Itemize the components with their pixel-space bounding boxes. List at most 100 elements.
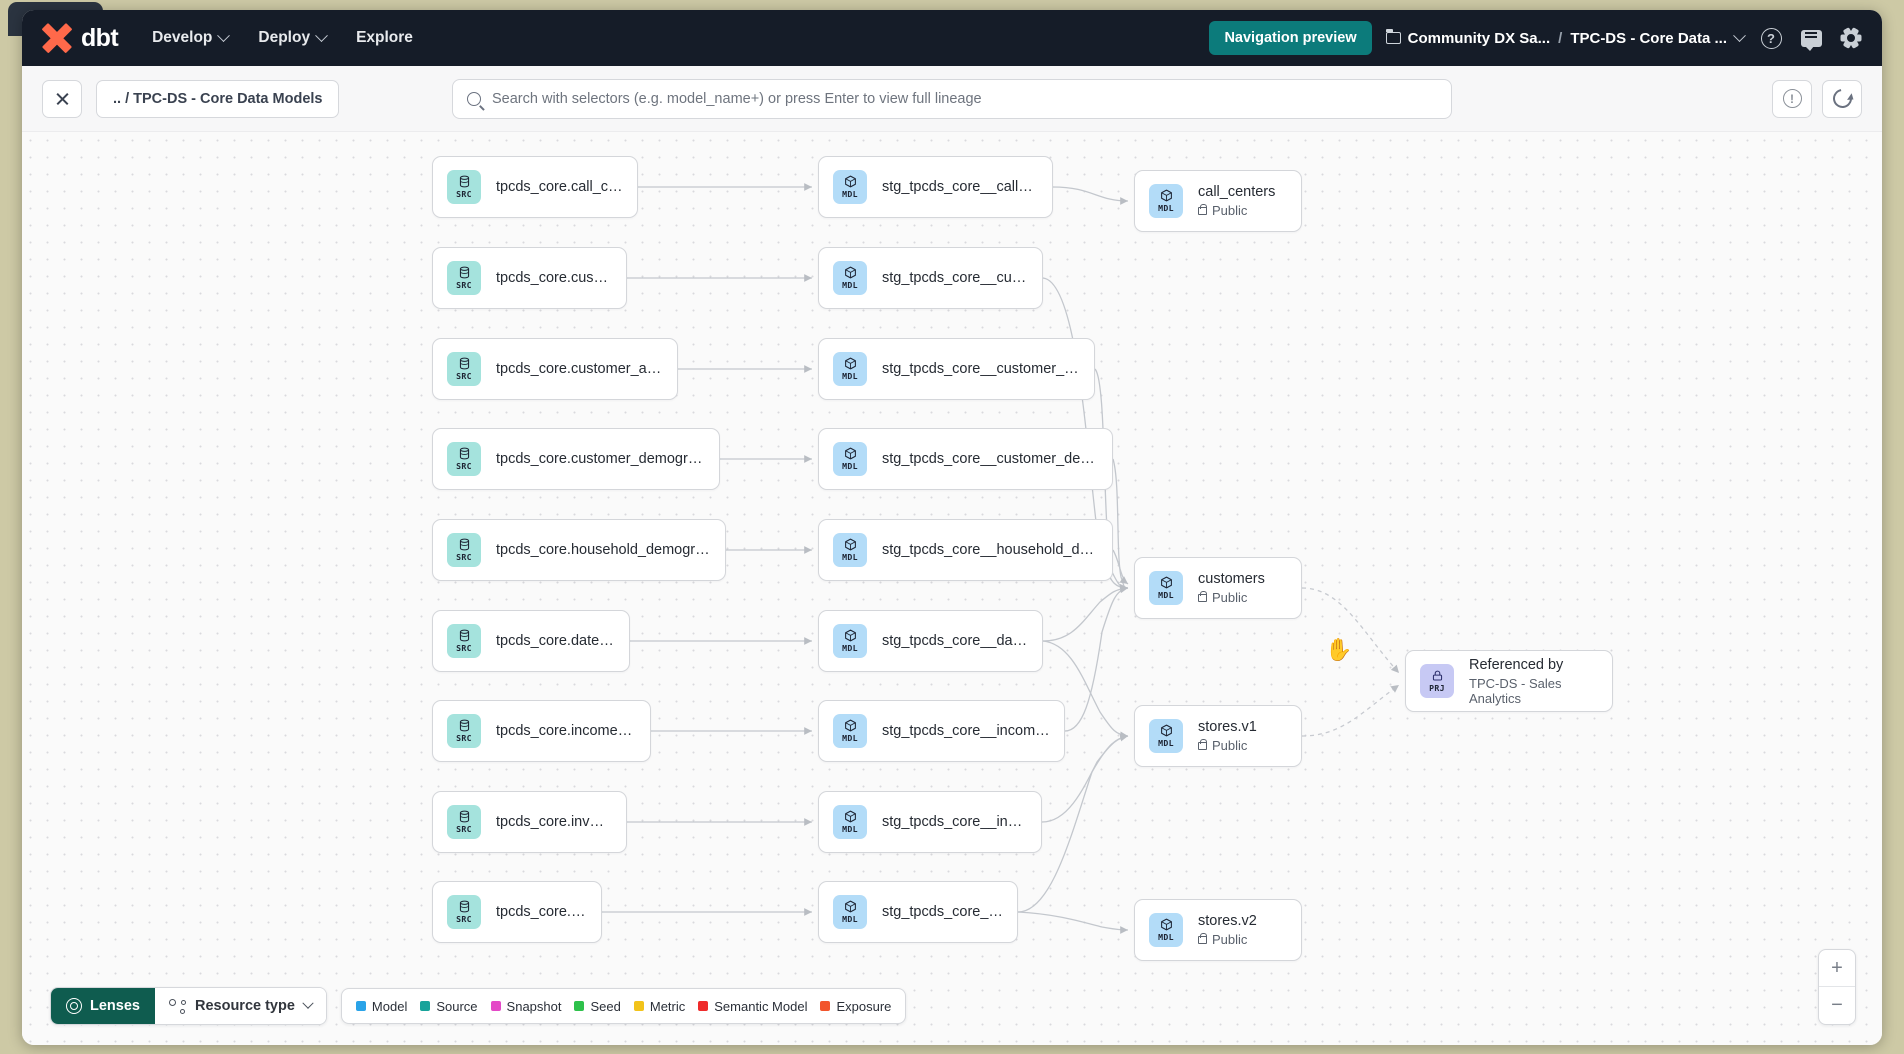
grab-hand-cursor: ✋ (1325, 637, 1353, 662)
resource-type-icon (168, 998, 186, 1014)
project-reference-node[interactable]: PRJ Referenced by TPC-DS - Sales Analytics (1405, 650, 1613, 712)
close-lineage-button[interactable] (42, 79, 82, 118)
refresh-lineage-button[interactable] (1822, 79, 1862, 118)
model-node[interactable]: MDL stg_tpcds_core__date_dim (818, 610, 1043, 672)
help-circle-icon[interactable]: ? (1758, 25, 1784, 51)
legend-item-source[interactable]: Source (420, 999, 478, 1014)
lenses-icon (66, 998, 82, 1014)
mdl-badge-icon: MDL (1149, 571, 1183, 605)
nav-item-develop-label: Develop (152, 29, 213, 46)
node-label: tpcds_core.inventory (496, 814, 612, 830)
legend-label: Snapshot (506, 998, 562, 1014)
node-label: stg_tpcds_core__income_band (882, 723, 1050, 739)
legend-label: Seed (590, 998, 621, 1014)
node-label: tpcds_core.call_center (496, 179, 623, 195)
navigation-preview-button[interactable]: Navigation preview (1209, 21, 1372, 55)
node-subtitle: Public (1198, 738, 1257, 753)
resource-type-dropdown[interactable]: Resource type (154, 988, 326, 1024)
source-node[interactable]: SRC tpcds_core.household_demographics (432, 519, 726, 581)
model-node[interactable]: MDL stg_tpcds_core__income_band (818, 700, 1065, 762)
legend-label: Model (371, 998, 408, 1014)
bottom-control-bar: Lenses Resource type Model Source Snapshot… (50, 987, 907, 1025)
nav-item-deploy-label: Deploy (258, 29, 311, 46)
legend-swatch (490, 1001, 501, 1011)
app-window: dbt Develop Deploy Explore Navigation pr… (22, 10, 1882, 1045)
src-badge-icon: SRC (447, 261, 481, 295)
mdl-badge-icon: MDL (833, 714, 867, 748)
model-node[interactable]: MDLstg_tpcds_core__household_demogr… (818, 519, 1113, 581)
dbt-x-icon (41, 22, 73, 54)
legend-item-model[interactable]: Model (355, 998, 408, 1014)
legend-swatch (633, 1001, 644, 1011)
legend-item-snapshot[interactable]: Snapshot (490, 998, 562, 1014)
nav-item-explore[interactable]: Explore (356, 29, 413, 47)
lineage-graph-canvas[interactable]: SRCtpcds_core.call_centerSRCtpcds_core.c… (22, 132, 1882, 1045)
nav-item-develop[interactable]: Develop (152, 28, 231, 47)
toolbar-right-group: ! (1772, 79, 1862, 118)
node-subtitle: Public (1198, 932, 1257, 947)
lenses-button[interactable]: Lenses (51, 988, 155, 1024)
breadcrumb: Community DX Sa... / TPC-DS - Core Data … (1385, 28, 1746, 47)
mdl-badge-icon: MDL (833, 442, 867, 476)
legend-item-semantic-model[interactable]: Semantic Model (698, 999, 807, 1014)
lineage-breadcrumb-chip[interactable]: .. / TPC-DS - Core Data Models (96, 79, 340, 118)
search-input[interactable] (492, 90, 1437, 107)
legend-swatch (420, 1001, 431, 1011)
chevron-down-icon (302, 997, 314, 1009)
src-badge-icon: SRC (447, 624, 481, 658)
search-box[interactable] (452, 78, 1452, 119)
node-label: stg_tpcds_core__date_dim (882, 633, 1028, 649)
nav-item-deploy[interactable]: Deploy (258, 28, 328, 47)
node-label: stg_tpcds_core__customer (882, 270, 1028, 286)
node-label: tpcds_core.date_dim (496, 633, 615, 649)
node-title: call_centers (1198, 184, 1276, 200)
zoom-in-button[interactable]: + (1819, 950, 1855, 987)
source-node[interactable]: SRC tpcds_core.date_dim (432, 610, 630, 672)
model-node[interactable]: MDL stg_tpcds_core__customer (818, 247, 1043, 309)
dbt-logo[interactable]: dbt (41, 22, 119, 54)
close-icon (55, 91, 70, 106)
mdl-badge-icon: MDL (833, 170, 867, 204)
src-badge-icon: SRC (447, 533, 481, 567)
prj-badge-icon: PRJ (1420, 664, 1454, 698)
zoom-out-button[interactable]: − (1831, 994, 1843, 1016)
node-label: stg_tpcds_core__store (882, 904, 1003, 920)
model-node[interactable]: MDLstg_tpcds_core__customer_demogra… (818, 428, 1113, 490)
source-node[interactable]: SRC tpcds_core.customer (432, 247, 627, 309)
node-title: Referenced by (1469, 656, 1564, 673)
lineage-toolbar: .. / TPC-DS - Core Data Models ! (22, 66, 1882, 132)
lineage-info-button[interactable]: ! (1772, 79, 1812, 118)
mdl-badge-icon: MDL (833, 261, 867, 295)
legend-item-metric[interactable]: Metric (633, 999, 685, 1014)
feedback-chat-icon[interactable] (1798, 25, 1824, 51)
node-label: tpcds_core.customer_demographics (496, 451, 705, 467)
settings-gear-icon[interactable] (1838, 25, 1864, 51)
mdl-badge-icon: MDL (833, 624, 867, 658)
legend-swatch (355, 1001, 366, 1011)
refresh-icon (1828, 85, 1856, 112)
breadcrumb-account[interactable]: Community DX Sa... (1385, 29, 1550, 47)
breadcrumb-project-label[interactable]: TPC-DS - Core Data ... (1570, 29, 1727, 47)
chevron-down-icon[interactable] (1733, 28, 1746, 42)
node-label: tpcds_core.household_demographics (496, 542, 711, 558)
mdl-badge-icon: MDL (1149, 913, 1183, 947)
legend-item-exposure[interactable]: Exposure (820, 999, 891, 1014)
node-subtitle: TPC-DS - Sales Analytics (1469, 675, 1562, 706)
node-label: tpcds_core.customer (496, 270, 612, 286)
legend-swatch (820, 1001, 831, 1011)
legend-item-seed[interactable]: Seed (574, 998, 621, 1014)
